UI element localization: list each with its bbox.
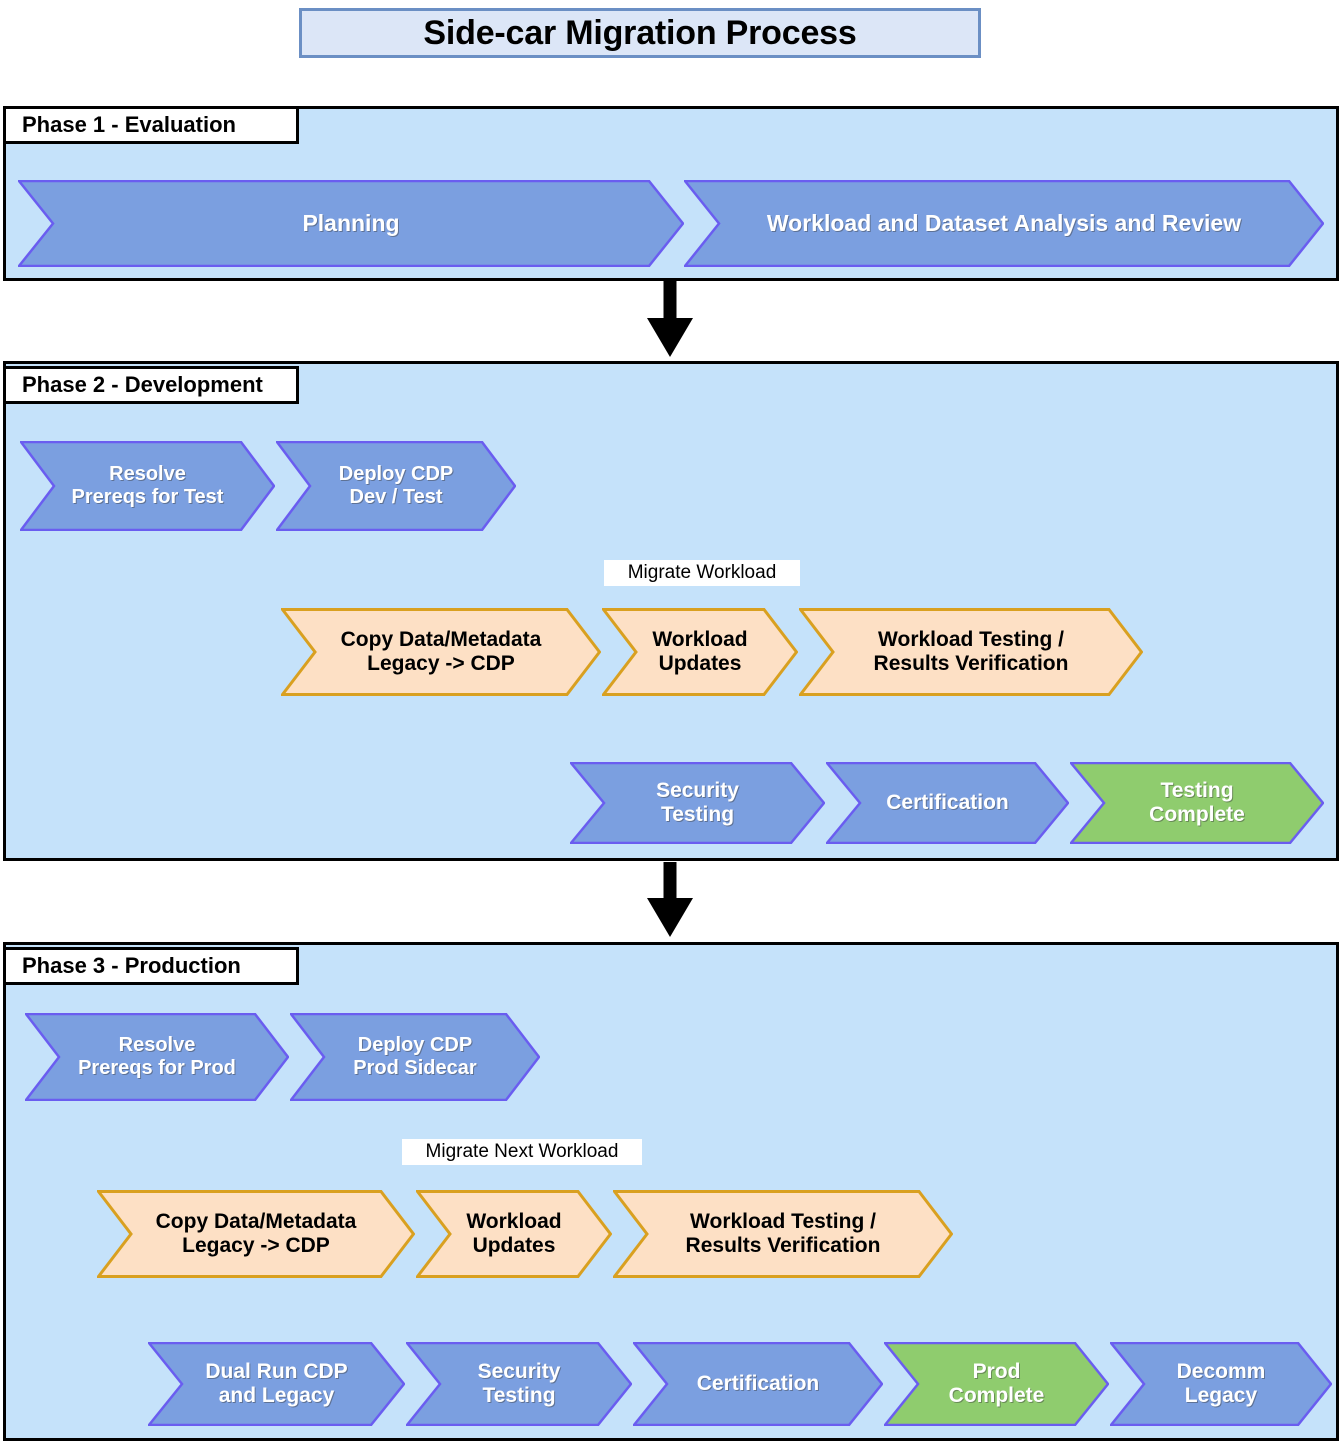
chevron-shape	[684, 180, 1324, 267]
step-copy-data-metadata-p2[interactable]: Copy Data/Metadata Legacy -> CDP	[281, 608, 601, 696]
chevron-shape	[25, 1013, 289, 1101]
edge-label-migrate-next-workload: Migrate Next Workload	[402, 1139, 642, 1165]
step-deploy-cdp-prod-sidecar[interactable]: Deploy CDP Prod Sidecar	[290, 1013, 540, 1101]
step-security-testing-p2[interactable]: Security Testing	[570, 762, 825, 844]
edge-label-migrate-workload: Migrate Workload	[604, 560, 800, 586]
chevron-shape	[613, 1190, 953, 1278]
step-copy-data-metadata-p3[interactable]: Copy Data/Metadata Legacy -> CDP	[97, 1190, 415, 1278]
step-workload-dataset-analysis[interactable]: Workload and Dataset Analysis and Review	[684, 180, 1324, 267]
step-security-testing-p3[interactable]: Security Testing	[406, 1342, 632, 1426]
step-resolve-prereqs-test[interactable]: Resolve Prereqs for Test	[20, 441, 275, 531]
step-workload-updates-p3[interactable]: Workload Updates	[416, 1190, 612, 1278]
chevron-shape	[18, 180, 684, 267]
chevron-shape	[290, 1013, 540, 1101]
chevron-shape	[406, 1342, 632, 1426]
step-deploy-cdp-dev-test[interactable]: Deploy CDP Dev / Test	[276, 441, 516, 531]
step-testing-complete-p2[interactable]: Testing Complete	[1070, 762, 1324, 844]
chevron-shape	[276, 441, 516, 531]
step-workload-updates-p2[interactable]: Workload Updates	[602, 608, 798, 696]
chevron-shape	[826, 762, 1069, 844]
step-planning[interactable]: Planning	[18, 180, 684, 267]
phase-1-label: Phase 1 - Evaluation	[3, 106, 299, 144]
chevron-shape	[799, 608, 1143, 696]
phase1-to-phase2-arrow	[647, 281, 693, 357]
chevron-shape	[570, 762, 825, 844]
chevron-shape	[1110, 1342, 1332, 1426]
chevron-shape	[416, 1190, 612, 1278]
step-workload-testing-p2[interactable]: Workload Testing / Results Verification	[799, 608, 1143, 696]
page-title: Side-car Migration Process	[299, 8, 981, 58]
phase2-to-phase3-arrow	[647, 862, 693, 937]
chevron-shape	[97, 1190, 415, 1278]
chevron-shape	[1070, 762, 1324, 844]
phase-2-label: Phase 2 - Development	[3, 366, 299, 404]
step-certification-p2[interactable]: Certification	[826, 762, 1069, 844]
chevron-shape	[602, 608, 798, 696]
phase-3-label: Phase 3 - Production	[3, 947, 299, 985]
chevron-shape	[20, 441, 275, 531]
chevron-shape	[884, 1342, 1109, 1426]
step-prod-complete[interactable]: Prod Complete	[884, 1342, 1109, 1426]
step-dual-run-cdp-legacy[interactable]: Dual Run CDP and Legacy	[148, 1342, 405, 1426]
step-decomm-legacy[interactable]: Decomm Legacy	[1110, 1342, 1332, 1426]
step-certification-p3[interactable]: Certification	[633, 1342, 883, 1426]
step-workload-testing-p3[interactable]: Workload Testing / Results Verification	[613, 1190, 953, 1278]
chevron-shape	[633, 1342, 883, 1426]
chevron-shape	[281, 608, 601, 696]
chevron-shape	[148, 1342, 405, 1426]
step-resolve-prereqs-prod[interactable]: Resolve Prereqs for Prod	[25, 1013, 289, 1101]
